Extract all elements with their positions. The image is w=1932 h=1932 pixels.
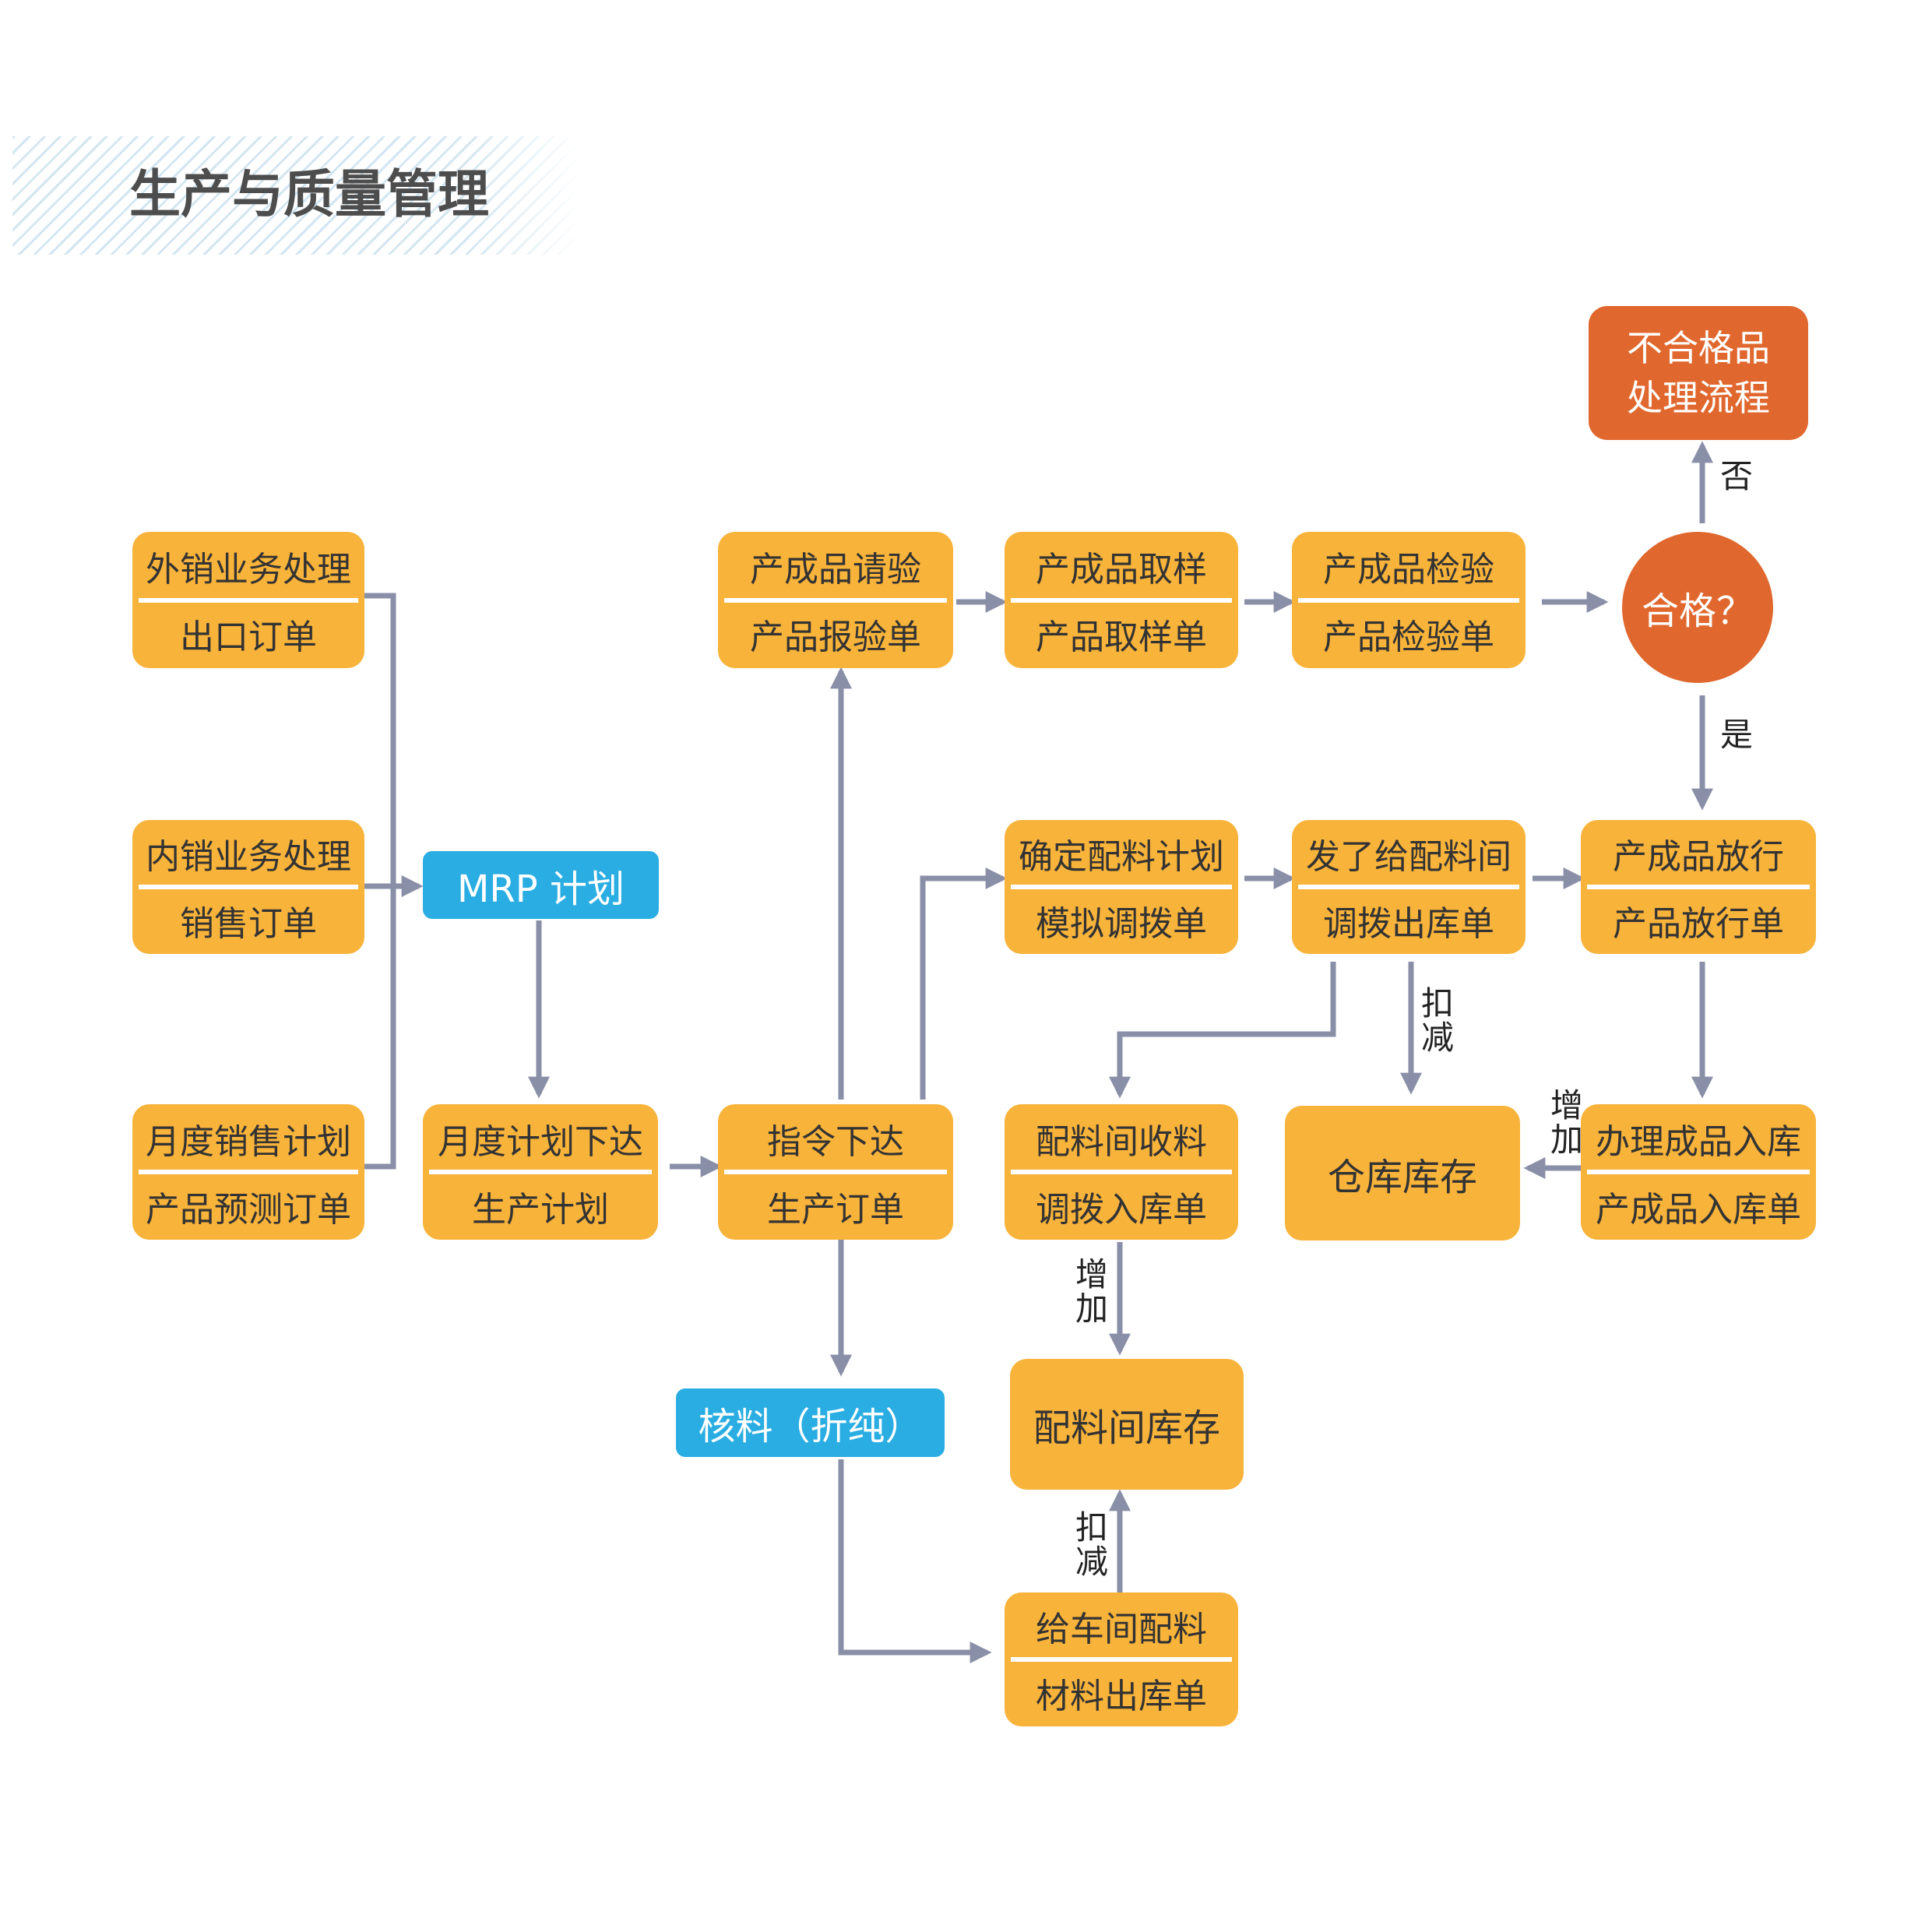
node-sampling: 产成品取样 产品取样单 bbox=[1005, 532, 1238, 668]
node-instruction: 指令下达 生产订单 bbox=[718, 1104, 953, 1240]
node-export-doc: 出口订单 bbox=[180, 618, 317, 658]
node-inspection-doc: 产品检验单 bbox=[1323, 618, 1494, 658]
node-monthly-sales-title: 月度销售计划 bbox=[146, 1121, 351, 1162]
node-workshop-doc: 材料出库单 bbox=[1036, 1677, 1207, 1716]
edge-label-char: 增 bbox=[1550, 1086, 1583, 1124]
node-inspect-request-title: 产成品请验 bbox=[750, 549, 921, 589]
edge-label-yes: 是 bbox=[1720, 716, 1754, 754]
node-instruction-doc: 生产订单 bbox=[767, 1189, 904, 1230]
node-sampling-title: 产成品取样 bbox=[1036, 549, 1207, 589]
node-domestic: 内销业务处理 销售订单 bbox=[132, 820, 364, 954]
node-check-material: 核料（折纯） bbox=[676, 1388, 945, 1457]
node-divider bbox=[1011, 885, 1232, 889]
node-dispatch: 发了给配料间 调拨出库单 bbox=[1292, 820, 1526, 954]
edge-label-char: 加 bbox=[1075, 1290, 1108, 1328]
node-confirm-plan-doc: 模拟调拨单 bbox=[1036, 904, 1207, 944]
node-release: 产成品放行 产品放行单 bbox=[1581, 820, 1816, 954]
node-divider bbox=[1011, 1170, 1232, 1174]
node-monthly-plan: 月度计划下达 生产计划 bbox=[423, 1104, 658, 1240]
node-nonconforming-line1: 不合格品 bbox=[1627, 327, 1770, 369]
node-mrp: MRP 计划 bbox=[423, 851, 659, 919]
node-dispatch-title: 发了给配料间 bbox=[1306, 837, 1511, 877]
node-divider bbox=[1587, 885, 1810, 889]
node-monthly-sales: 月度销售计划 产品预测订单 bbox=[132, 1104, 364, 1240]
node-workshop-title: 给车间配料 bbox=[1036, 1610, 1207, 1649]
edge-label-char: 扣 bbox=[1420, 984, 1454, 1022]
node-stock-in: 办理成品入库 产成品入库单 bbox=[1581, 1104, 1816, 1240]
node-confirm-plan: 确定配料计划 模拟调拨单 bbox=[1005, 820, 1238, 954]
edge-label-char: 扣 bbox=[1075, 1508, 1108, 1547]
arrow-check-to-workshop bbox=[838, 1459, 992, 1663]
node-divider bbox=[1011, 597, 1232, 603]
node-warehouse: 仓库库存 bbox=[1285, 1106, 1520, 1240]
node-receive: 配料间收料 调拨入库单 bbox=[1005, 1104, 1238, 1240]
node-divider bbox=[724, 1170, 947, 1174]
node-inspection-title: 产成品检验 bbox=[1323, 549, 1494, 589]
node-instruction-title: 指令下达 bbox=[767, 1121, 904, 1162]
node-divider bbox=[139, 1170, 358, 1174]
edge-label-increase-batch: 增 加 bbox=[1073, 1258, 1110, 1326]
node-inspect-request: 产成品请验 产品报验单 bbox=[718, 532, 953, 668]
node-qualified-decision: 合格？ bbox=[1622, 532, 1773, 683]
edge-label-char: 减 bbox=[1075, 1543, 1108, 1581]
node-nonconforming-line2: 处理流程 bbox=[1627, 377, 1770, 419]
node-stock-in-title: 办理成品入库 bbox=[1596, 1121, 1801, 1162]
node-domestic-title: 内销业务处理 bbox=[146, 837, 351, 877]
node-receive-doc: 调拨入库单 bbox=[1036, 1189, 1207, 1230]
node-batch-stock-label: 配料间库存 bbox=[1033, 1406, 1220, 1450]
node-inspection: 产成品检验 产品检验单 bbox=[1292, 532, 1526, 668]
node-release-doc: 产品放行单 bbox=[1613, 904, 1784, 944]
page-title: 生产与质量管理 bbox=[129, 164, 489, 224]
node-divider bbox=[429, 1170, 652, 1174]
edge-label-char: 增 bbox=[1075, 1255, 1108, 1293]
node-sampling-doc: 产品取样单 bbox=[1036, 618, 1207, 658]
edge-label-deduct-warehouse: 扣 减 bbox=[1419, 987, 1456, 1055]
node-monthly-plan-doc: 生产计划 bbox=[472, 1189, 609, 1230]
node-receive-title: 配料间收料 bbox=[1036, 1121, 1207, 1162]
node-stock-in-doc: 产成品入库单 bbox=[1596, 1189, 1801, 1230]
node-divider bbox=[1298, 597, 1519, 603]
node-divider bbox=[1298, 885, 1519, 889]
node-dispatch-doc: 调拨出库单 bbox=[1323, 904, 1494, 944]
node-divider bbox=[139, 597, 358, 603]
node-workshop: 给车间配料 材料出库单 bbox=[1005, 1592, 1238, 1726]
arrow-dispatch-to-receive bbox=[1109, 962, 1336, 1099]
node-domestic-doc: 销售订单 bbox=[180, 904, 317, 944]
node-divider bbox=[724, 597, 947, 603]
title-banner bbox=[12, 136, 581, 255]
edge-label-increase-warehouse: 增 加 bbox=[1548, 1089, 1585, 1157]
edge-label-no: 否 bbox=[1720, 457, 1754, 495]
node-nonconforming: 不合格品 处理流程 bbox=[1589, 306, 1808, 440]
node-confirm-plan-title: 确定配料计划 bbox=[1019, 837, 1224, 877]
arrow-instruction-to-confirm bbox=[920, 867, 1008, 1100]
node-export-title: 外销业务处理 bbox=[146, 549, 351, 589]
node-divider bbox=[1011, 1657, 1232, 1662]
edge-label-char: 加 bbox=[1550, 1121, 1583, 1159]
node-batch-stock: 配料间库存 bbox=[1010, 1359, 1244, 1490]
edge-label-char: 减 bbox=[1420, 1019, 1454, 1057]
node-inspect-request-doc: 产品报验单 bbox=[750, 618, 921, 658]
node-monthly-plan-title: 月度计划下达 bbox=[438, 1121, 643, 1162]
node-release-title: 产成品放行 bbox=[1613, 837, 1784, 877]
node-divider bbox=[139, 885, 358, 889]
edge-label-deduct-batch: 扣 减 bbox=[1073, 1511, 1110, 1579]
node-export: 外销业务处理 出口订单 bbox=[132, 532, 364, 668]
arrow-export-connector bbox=[362, 593, 396, 1170]
node-warehouse-label: 仓库库存 bbox=[1327, 1155, 1477, 1199]
node-monthly-sales-doc: 产品预测订单 bbox=[146, 1189, 351, 1230]
node-divider bbox=[1587, 1170, 1810, 1174]
